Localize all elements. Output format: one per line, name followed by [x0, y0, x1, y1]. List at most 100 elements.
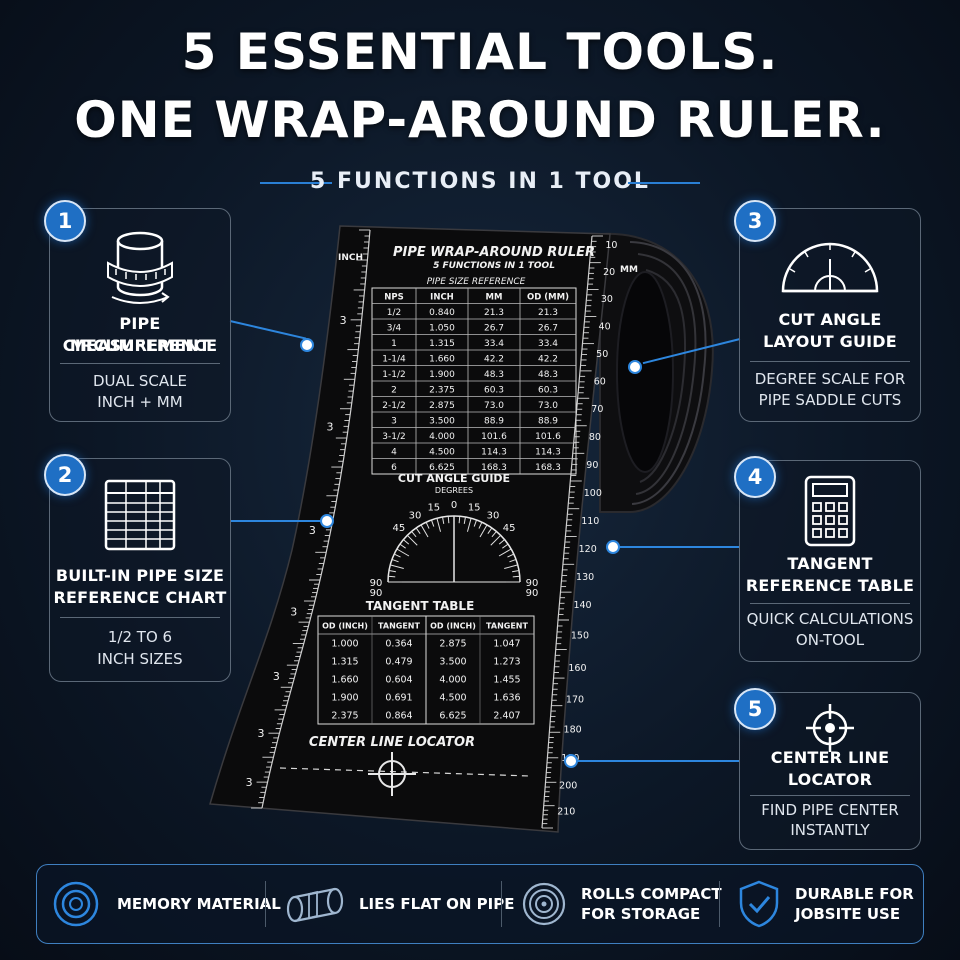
inch-number: 3: [290, 606, 297, 619]
bottom-divider-1: [265, 881, 266, 927]
protractor-bottom-label: 90: [526, 588, 539, 599]
feature-5-title-line-2: LOCATOR: [787, 770, 873, 789]
pipe-ref-title: PIPE SIZE REFERENCE: [427, 277, 526, 287]
mm-scale-ticks: [542, 235, 603, 829]
connector-4: [616, 546, 740, 548]
pipe-table-cell: 73.0: [484, 401, 504, 411]
feature-4-title-line-1: TANGENT: [787, 554, 873, 573]
protractor-label: 90: [526, 578, 539, 589]
mm-number: 90: [586, 460, 598, 471]
connector-dot-4: [606, 540, 620, 554]
feature-card-5: CENTER LINE LOCATOR FIND PIPE CENTER INS…: [739, 692, 921, 850]
feature-card-2: BUILT-IN PIPE SIZE REFERENCE CHART 1/2 T…: [49, 458, 231, 682]
feature-1-badge: 1: [44, 200, 86, 242]
pipe-table-cell: 4.000: [429, 432, 455, 442]
pipe-table-cell: 42.2: [538, 355, 558, 365]
mm-number: 130: [576, 572, 594, 583]
tangent-table-cell: 2.875: [439, 639, 466, 650]
inch-scale-ticks: [251, 229, 370, 809]
tangent-table-cell: 1.900: [331, 693, 358, 704]
mm-number: 120: [579, 544, 597, 555]
protractor-label: 15: [468, 503, 481, 514]
feature-2-badge: 2: [44, 454, 86, 496]
tangent-table-cell: 1.636: [493, 693, 520, 704]
mm-number: 200: [559, 781, 577, 792]
pipe-table-cell: 3: [391, 417, 397, 427]
pipe-table-cell: 168.3: [535, 463, 561, 473]
bottom-feature-memory-label: MEMORY MATERIAL: [117, 895, 281, 913]
tangent-table-cell: 0.691: [385, 693, 412, 704]
mm-number: 50: [596, 349, 608, 360]
mm-number: 160: [568, 663, 586, 674]
protractor-label: 45: [392, 523, 405, 534]
protractor-tick: [430, 519, 435, 527]
ruler-left-unit: INCH: [338, 253, 363, 263]
pipe-table-cell: 3/4: [387, 324, 402, 334]
protractor-label: 30: [487, 510, 500, 521]
pipe-table-cell: 1: [391, 339, 397, 349]
mm-number: 100: [584, 488, 602, 499]
protractor-tick: [388, 575, 396, 578]
protractor-tick: [498, 539, 505, 545]
feature-card-4: TANGENT REFERENCE TABLE QUICK CALCULATIO…: [739, 460, 921, 662]
pipe-table-header-cell: MM: [486, 293, 503, 303]
roll-icon: [519, 879, 569, 929]
protractor-tick: [478, 521, 483, 529]
angle-guide-subtitle: DEGREES: [435, 486, 473, 495]
tangent-table-cell: 4.000: [439, 675, 466, 686]
bottom-feature-rolls-line-2: FOR STORAGE: [581, 905, 701, 923]
feature-2-divider: [60, 617, 220, 618]
tangent-table-cell: 0.864: [385, 711, 412, 722]
feature-3-divider: [750, 361, 910, 362]
tangent-table-cell: 4.500: [439, 693, 466, 704]
mm-number: 140: [573, 600, 591, 611]
ruler-subtitle: 5 FUNCTIONS IN 1 TOOL: [433, 261, 555, 271]
center-locator-title: CENTER LINE LOCATOR: [309, 735, 475, 750]
protractor-tick: [391, 558, 399, 563]
pipe-table-cell: 114.3: [481, 448, 507, 458]
feature-2-desc-line-2: INCH SIZES: [97, 650, 183, 668]
mm-number: 20: [603, 267, 615, 278]
mm-number: 40: [599, 322, 611, 333]
mm-number: 210: [557, 807, 575, 818]
angle-guide-title: CUT ANGLE GUIDE: [398, 472, 510, 485]
pipe-table-cell: 33.4: [538, 339, 558, 349]
protractor-tick: [425, 521, 430, 529]
tangent-table-cell: 1.000: [331, 639, 358, 650]
protractor-icon: [740, 229, 920, 299]
protractor-tick: [442, 516, 445, 524]
protractor-tick: [509, 558, 517, 563]
feature-4-desc-line-1: QUICK CALCULATIONS: [746, 610, 914, 628]
connector-dot-3: [628, 360, 642, 374]
protractor-tick: [447, 516, 450, 524]
mm-number: 70: [591, 404, 603, 415]
protractor-label: 90: [370, 578, 383, 589]
pipe-table-cell: 3-1/2: [382, 432, 405, 442]
crosshair-icon: [740, 703, 920, 753]
protractor-tick: [498, 548, 512, 557]
feature-5-desc-line-2: INSTANTLY: [790, 821, 870, 839]
mm-number: 180: [564, 724, 582, 735]
mm-number: 10: [605, 240, 617, 251]
bottom-feature-lies-flat: LIES FLAT ON PIPE: [283, 865, 514, 943]
pipe-table-cell: 168.3: [481, 463, 507, 473]
pipe-table-header-cell: OD (MM): [527, 293, 569, 303]
subtitle-rule-right: [628, 182, 700, 184]
mm-number: 30: [601, 294, 613, 305]
bottom-feature-durable-line-2: JOBSITE USE: [795, 905, 901, 923]
feature-1-desc-line-2: INCH + MM: [97, 393, 183, 411]
mm-number: 60: [594, 377, 606, 388]
feature-1-title-line-1: PIPE CIRCUMFERENCE: [62, 314, 218, 355]
protractor-tick: [390, 564, 404, 570]
tangent-table-cell: 0.604: [385, 675, 412, 686]
pipe-table-cell: 101.6: [481, 432, 507, 442]
memory-coil-icon: [51, 879, 101, 929]
pipe-table-cell: 2.375: [429, 386, 455, 396]
feature-4-badge: 4: [734, 456, 776, 498]
protractor-tick: [403, 539, 410, 545]
bottom-feature-durable-line-1: DURABLE FOR: [795, 885, 914, 903]
tangent-table-cell: 1.455: [493, 675, 520, 686]
